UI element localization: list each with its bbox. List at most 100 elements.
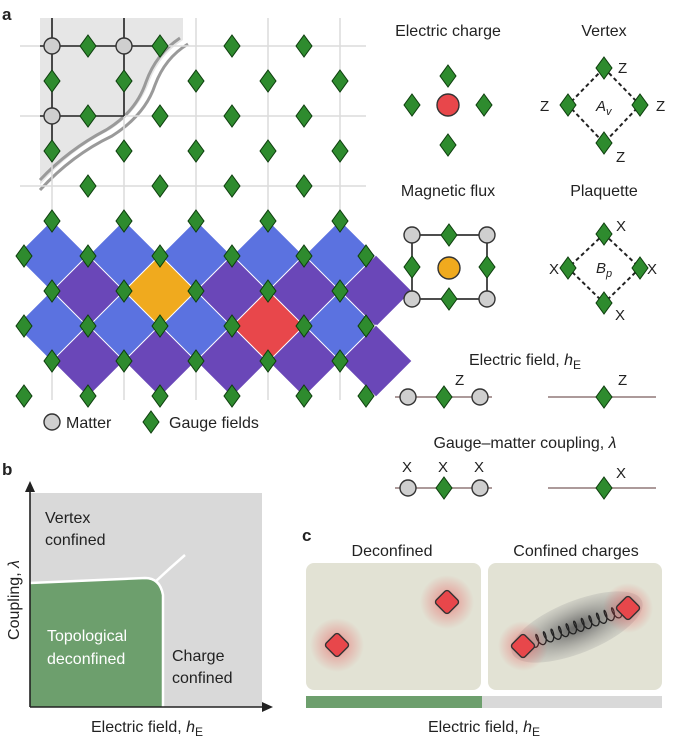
gauge-diamond-icon (478, 255, 496, 279)
coupling-x-left: X (402, 459, 412, 476)
charge-icon (434, 589, 460, 615)
legend: Matter Gauge fields (43, 410, 259, 434)
gauge-diamond-icon (595, 476, 613, 500)
x-axis-arrow (262, 702, 273, 712)
gauge-diamond-icon (187, 139, 205, 163)
y-axis-arrow (25, 481, 35, 492)
gauge-diamond-icon (595, 291, 613, 315)
deconfined-bar (306, 696, 482, 708)
gauge-diamond-icon (440, 223, 458, 247)
matter-icon (115, 37, 133, 55)
panel-c-xlabel: Electric field, hE (428, 719, 540, 739)
gauge-diamond-icon (115, 139, 133, 163)
gauge-diamond-icon (439, 133, 457, 157)
gauge-diamond-icon (595, 385, 613, 409)
vertex-z-bottom: Z (616, 149, 625, 166)
charge-icon (510, 633, 536, 659)
flux-icon (437, 256, 461, 280)
plaquette-diagram: X X X X Bp (549, 218, 657, 324)
field-z-label: Z (455, 372, 464, 389)
gauge-diamond-icon (435, 385, 453, 409)
gauge-lattice (15, 18, 413, 408)
vertex-operator: Av (595, 98, 613, 118)
gauge-diamond-icon (79, 174, 97, 198)
field-z-label: Z (618, 372, 627, 389)
charge-icon (324, 632, 350, 658)
matter-legend-label: Matter (66, 415, 112, 432)
panel-b-label: b (2, 460, 12, 479)
matter-region (40, 18, 183, 185)
plaquette-operator: Bp (596, 260, 612, 280)
coupling-x-mid: X (438, 459, 448, 476)
matter-icon (399, 388, 417, 406)
gauge-diamond-icon (475, 93, 493, 117)
gauge-diamond-icon (439, 64, 457, 88)
matter-icon (478, 290, 496, 308)
vertex-z-top: Z (618, 60, 627, 77)
gauge-legend-icon (142, 410, 160, 434)
plaquette-x-left: X (549, 261, 559, 278)
gauge-diamond-icon (403, 93, 421, 117)
phase-xlabel: Electric field, hE (91, 719, 203, 739)
magnetic-flux-title: Magnetic flux (401, 183, 495, 200)
vertex-diagram: Z Z Z Z Av (540, 56, 665, 166)
coupling-title: Gauge–matter coupling, λ (433, 435, 616, 452)
matter-legend-icon (43, 413, 61, 431)
plaquette-x-top: X (616, 218, 626, 235)
matter-icon (471, 388, 489, 406)
gauge-diamond-icon (559, 256, 577, 280)
electric-field-pure-diagram: Z (548, 372, 656, 409)
deconfined-title: Deconfined (352, 543, 433, 560)
charge-icon (436, 93, 460, 117)
vertex-z-right: Z (656, 98, 665, 115)
electric-field-title: Electric field, hE (469, 352, 581, 372)
gauge-diamond-icon (259, 139, 277, 163)
gauge-diamond-icon (595, 222, 613, 246)
gauge-diamond-icon (631, 93, 649, 117)
gauge-diamond-icon (15, 384, 33, 408)
coupling-x-right: X (474, 459, 484, 476)
phase-boundary-tail (154, 554, 186, 583)
gauge-diamond-icon (151, 104, 169, 128)
plaquette-tile (339, 324, 413, 398)
magnetic-flux-diagram (403, 223, 496, 311)
gauge-diamond-icon (559, 93, 577, 117)
vertex-z-left: Z (540, 98, 549, 115)
deconfined-panel (303, 563, 481, 690)
gauge-diamond-icon (331, 139, 349, 163)
matter-icon (478, 226, 496, 244)
gauge-diamond-icon (223, 34, 241, 58)
vertex-confined-label-1: Vertex (45, 510, 90, 527)
boundary-line-inner (38, 36, 181, 182)
plaquette-x-right: X (647, 261, 657, 278)
gauge-diamond-icon (595, 56, 613, 80)
topological-label-1: Topological (47, 628, 127, 645)
matter-icon (43, 37, 61, 55)
gauge-diamond-icon (331, 69, 349, 93)
plaquette-title: Plaquette (570, 183, 638, 200)
gauge-diamond-icon (259, 69, 277, 93)
gauge-diamond-icon (223, 104, 241, 128)
gauge-legend-label: Gauge fields (169, 415, 259, 432)
gauge-diamond-icon (435, 476, 453, 500)
gauge-diamond-icon (151, 174, 169, 198)
charge-confined-label-1: Charge (172, 648, 225, 665)
electric-charge-diagram (403, 64, 493, 157)
gauge-diamond-icon (440, 287, 458, 311)
topological-region (30, 578, 163, 707)
confined-panel (488, 563, 662, 690)
charge-confined-label-2: confined (172, 670, 233, 687)
matter-icon (403, 290, 421, 308)
coupling-matter-diagram: X X X (395, 459, 492, 500)
charge-icon (615, 595, 641, 621)
gauge-diamond-icon (595, 131, 613, 155)
phase-diagram: Vertex confined Topological deconfined C… (6, 481, 273, 739)
plaquette-tiles (15, 219, 413, 398)
gauge-diamond-icon (187, 69, 205, 93)
coupling-pure-diagram: X (548, 465, 656, 500)
vertex-title: Vertex (581, 23, 626, 40)
confined-title: Confined charges (513, 543, 638, 560)
panel-a-label: a (2, 5, 12, 24)
topological-label-2: deconfined (47, 651, 125, 668)
